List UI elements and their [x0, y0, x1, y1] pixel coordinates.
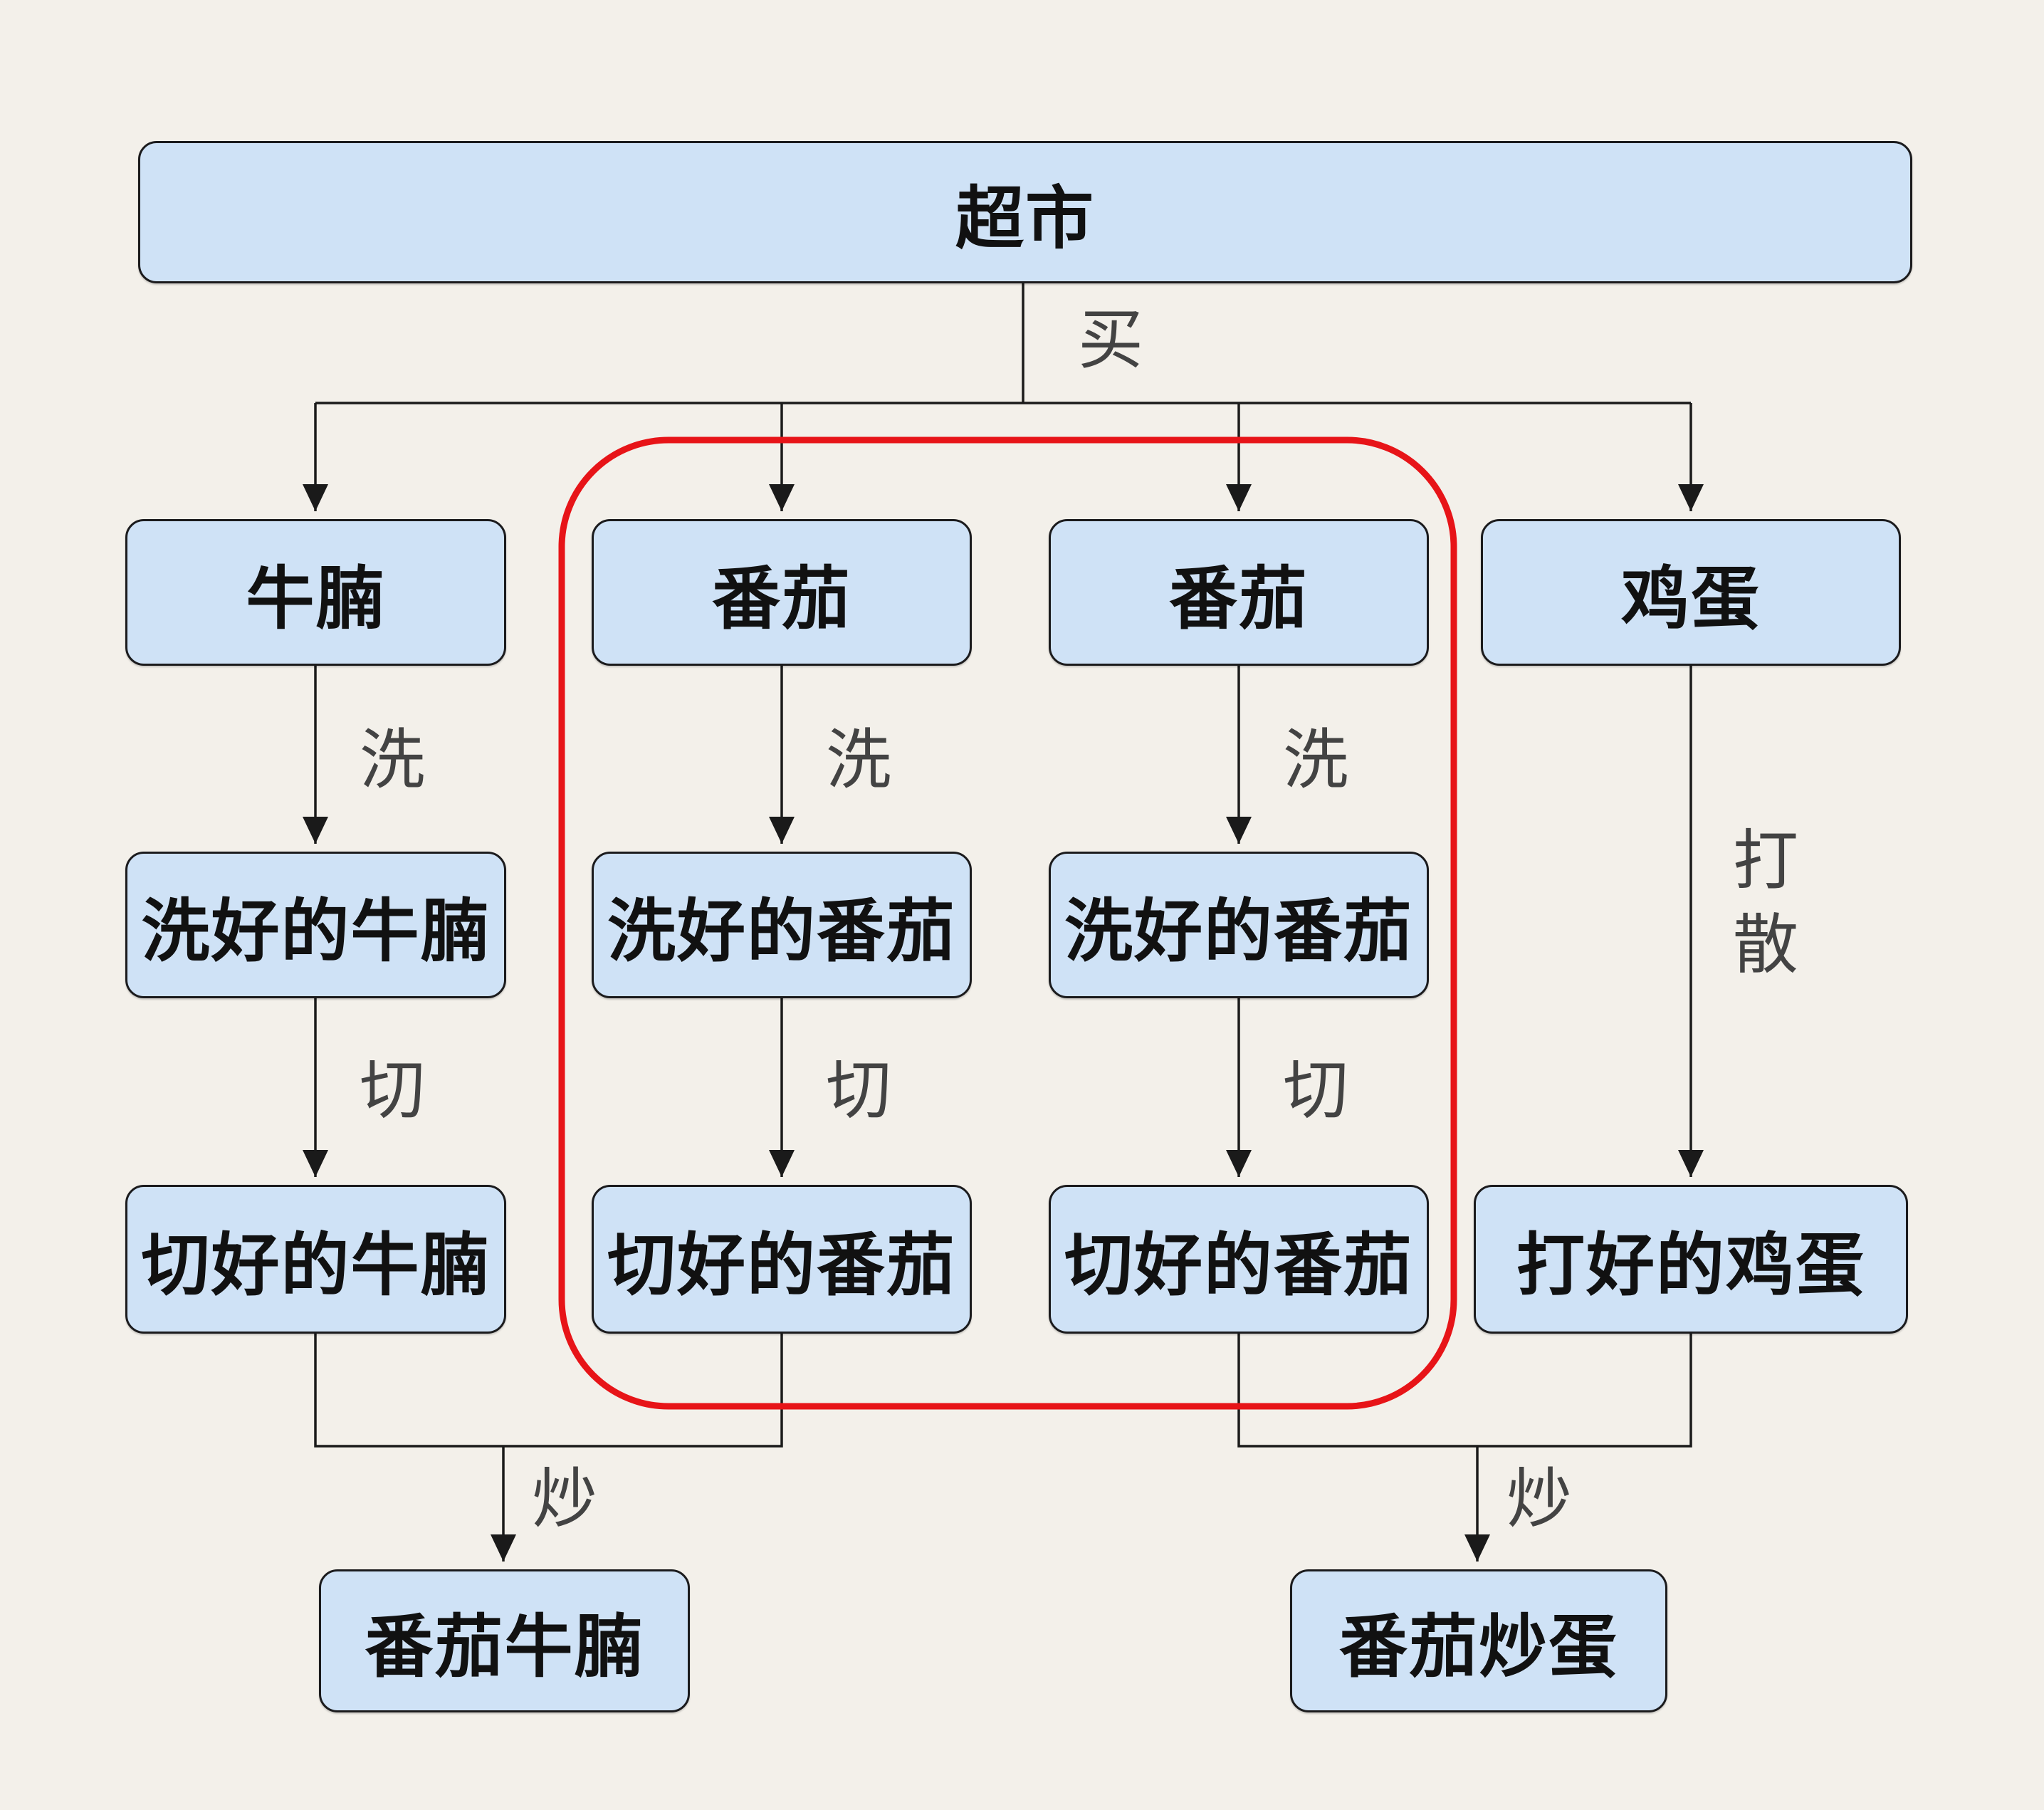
node-egg: 鸡蛋	[1481, 519, 1901, 666]
edge-label-wash-tomato-1: 洗	[825, 722, 892, 799]
node-tomato-scrambled-egg: 番茄炒蛋	[1290, 1569, 1667, 1712]
edge-label-fry-left: 炒	[531, 1461, 598, 1538]
node-washed-tomato-2: 洗好的番茄	[1049, 852, 1429, 998]
node-cut-tomato-1: 切好的番茄	[592, 1185, 972, 1334]
node-beaten-egg: 打好的鸡蛋	[1474, 1185, 1908, 1334]
edge-label-fry-right: 炒	[1506, 1461, 1573, 1538]
node-washed-beef: 洗好的牛腩	[125, 852, 506, 998]
node-cut-tomato-2: 切好的番茄	[1049, 1185, 1429, 1334]
node-cut-beef: 切好的牛腩	[125, 1185, 506, 1334]
node-washed-tomato-1: 洗好的番茄	[592, 852, 972, 998]
edge-label-cut-tomato-1-edge: 切	[825, 1052, 892, 1129]
edge-merge-left	[314, 1334, 783, 1448]
edge-label-cut-tomato-2-edge: 切	[1282, 1052, 1349, 1129]
node-supermarket: 超市	[138, 141, 1912, 283]
edge-label-beat-egg-edge: 打 散	[1732, 822, 1799, 983]
node-tomato-1: 番茄	[592, 519, 972, 666]
tomato-branches-highlight	[558, 436, 1457, 1410]
node-tomato-beef-stew: 番茄牛腩	[319, 1569, 690, 1712]
node-tomato-2: 番茄	[1049, 519, 1429, 666]
edge-merge-right	[1237, 1334, 1692, 1448]
edge-label-wash-tomato-2: 洗	[1282, 722, 1349, 799]
edge-label-supermarket-trunk: 买	[1077, 302, 1144, 379]
edge-label-wash-beef: 洗	[359, 722, 426, 799]
node-beef: 牛腩	[125, 519, 506, 666]
edge-label-cut-beef-edge: 切	[359, 1052, 426, 1129]
